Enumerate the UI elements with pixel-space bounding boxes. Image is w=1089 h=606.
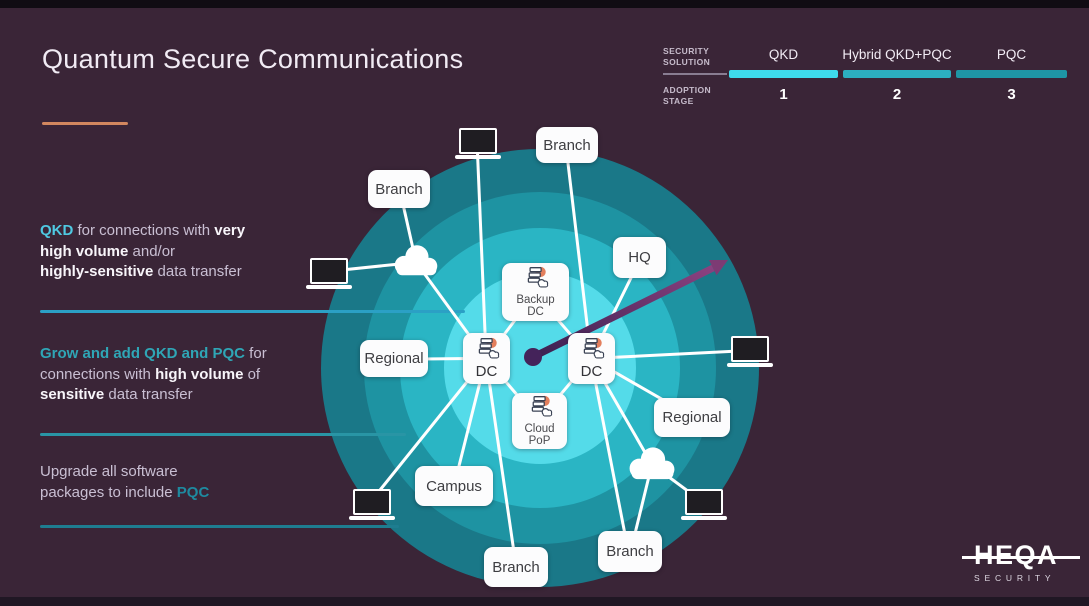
node-cloud-pop: Cloud PoP: [512, 393, 567, 449]
laptop-base: [306, 285, 352, 289]
annotation-segment: very: [214, 222, 246, 239]
node-dc-left: DC: [463, 333, 510, 384]
annotation-segment: sensitive: [40, 386, 105, 403]
legend-adoption-stage-label: ADOPTION STAGE: [663, 85, 712, 106]
laptop-screen: [685, 489, 723, 515]
laptop-base: [727, 363, 773, 367]
node-branch-top-left: Branch: [368, 170, 430, 208]
laptop-icon-bottom-right: [681, 489, 727, 520]
annotation-segment: and/or: [128, 242, 176, 260]
server-cloud-icon: [579, 337, 605, 363]
laptop-screen: [459, 128, 497, 154]
node-label: DC: [580, 363, 603, 380]
legend-stage-1: 1: [779, 86, 788, 103]
stage3-divider: [40, 525, 399, 528]
laptop-base: [349, 516, 395, 520]
stage2-divider: [40, 433, 406, 436]
node-branch-bottom-right: Branch: [598, 531, 662, 572]
node-hq: HQ: [613, 237, 666, 278]
node-label: Branch: [492, 558, 540, 576]
legend-bar-pqc: [956, 70, 1067, 78]
title-underline: [42, 122, 128, 125]
laptop-icon-left: [306, 258, 352, 289]
annotation-segment: connections with: [40, 365, 156, 383]
legend-rule: [663, 73, 727, 75]
annotation-segment: QKD: [40, 222, 74, 239]
logo-key-line: [962, 556, 1080, 559]
laptop-screen: [731, 336, 769, 362]
server-cloud-icon: [474, 337, 500, 363]
laptop-icon-bottom-left: [349, 489, 395, 520]
node-regional-left: Regional: [360, 340, 428, 377]
legend-col-qkd-label: QKD: [768, 47, 799, 62]
connection-line: [564, 146, 593, 359]
annotation-segment: PQC: [176, 483, 210, 501]
annotation-segment: for connections with: [73, 222, 215, 239]
legend-col-pqc-label: PQC: [996, 47, 1027, 62]
legend-col-hybrid-label: Hybrid QKD+PQC: [842, 47, 952, 62]
laptop-screen: [310, 258, 348, 284]
laptop-base: [455, 155, 501, 159]
node-label: Campus: [426, 477, 482, 495]
heqa-logo: HEQA SECURITY: [962, 540, 1084, 583]
legend-stage-3: 3: [1007, 86, 1016, 103]
annotation-segment: data transfer: [153, 263, 242, 280]
annotation-segment: Upgrade all software: [40, 463, 178, 480]
server-cloud-icon: [527, 395, 553, 421]
laptop-screen: [353, 489, 391, 515]
annotation-stage2: Grow and add QKD and PQC for connections …: [40, 344, 325, 406]
node-label: Branch: [606, 543, 654, 560]
node-label: Regional: [662, 409, 722, 426]
annotation-segment: high volume: [40, 242, 129, 260]
connection-line: [475, 142, 488, 359]
laptop-base: [681, 516, 727, 520]
laptop-icon-top: [455, 128, 501, 159]
legend-bar-hybrid: [843, 70, 951, 78]
annotation-segment: of: [243, 365, 261, 383]
node-label: Cloud PoP: [524, 422, 555, 448]
annotation-segment: highly-sensitive: [40, 263, 154, 280]
node-branch-bottom-center: Branch: [484, 547, 548, 587]
letterbox-top: [0, 0, 1089, 8]
node-label: Branch: [375, 180, 423, 198]
node-label: DC: [475, 363, 498, 380]
page-title: Quantum Secure Communications: [42, 44, 464, 74]
node-dc-right: DC: [568, 333, 615, 384]
node-branch-top: Branch: [536, 127, 598, 163]
logo-brand: HEQA: [974, 540, 1059, 570]
annotation-segment: Grow and add QKD and PQC: [40, 345, 246, 362]
annotation-segment: packages to include: [40, 483, 177, 501]
node-label: Backup DC: [516, 293, 555, 319]
node-label: Regional: [364, 350, 424, 367]
legend-bar-qkd: [729, 70, 838, 78]
stage1-divider: [40, 310, 465, 313]
laptop-icon-right: [727, 336, 773, 367]
node-label: HQ: [628, 249, 651, 266]
cloud-icon-top-left: [388, 242, 444, 279]
annotation-segment: high volume: [155, 365, 244, 383]
cloud-icon-right: [622, 444, 682, 483]
node-campus: Campus: [415, 466, 493, 506]
legend-security-solution-label: SECURITY SOLUTION: [663, 46, 711, 67]
logo-tagline: SECURITY: [974, 573, 1056, 583]
legend-stage-2: 2: [892, 86, 902, 103]
annotation-stage1: QKD for connections with very high volume…: [40, 221, 325, 283]
letterbox-bottom: [0, 597, 1089, 606]
node-backup-dc: Backup DC: [502, 263, 569, 321]
node-label: Branch: [543, 136, 591, 154]
server-cloud-icon: [523, 266, 549, 292]
annotation-segment: data transfer: [104, 386, 193, 403]
annotation-segment: for: [245, 345, 267, 362]
node-regional-right: Regional: [654, 398, 730, 437]
